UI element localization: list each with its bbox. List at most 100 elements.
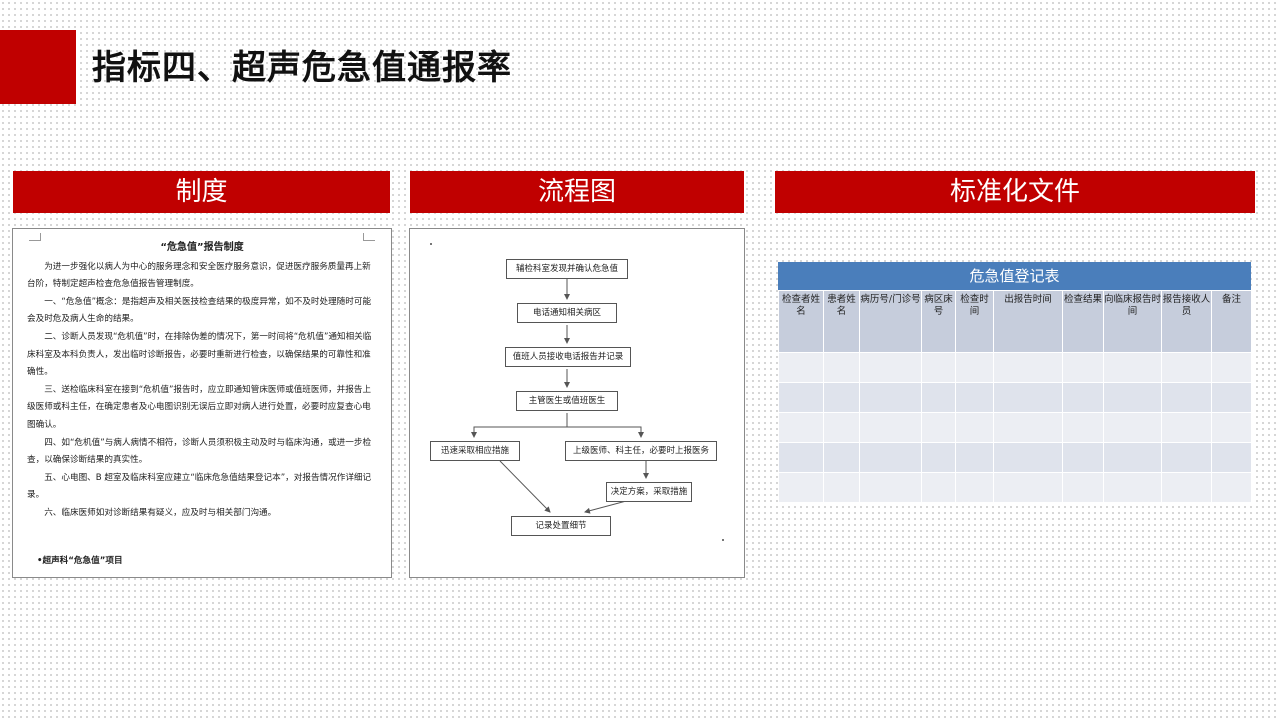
table-cell [1062,382,1104,413]
document-paragraph: 二、诊断人员发现“危机值”时，在排除伪差的情况下，第一时间将“危机值”通知相关临… [27,331,372,378]
table-cell [993,382,1063,413]
table-row [778,412,1252,443]
table-header-cell: 病历号/门诊号 [859,290,922,353]
flow-arrow [567,426,644,438]
table-cell [921,412,956,443]
table-cell [1161,472,1212,503]
table-header-cell: 备注 [1211,290,1252,353]
table-header-cell: 患者姓名 [823,290,860,353]
table-cell [1062,352,1104,383]
table-cell [1103,352,1162,383]
table-cell [1161,442,1212,473]
table-cell [1161,412,1212,443]
table-cell [859,442,922,473]
table-header-cell: 检查结果 [1062,290,1104,353]
document-paragraph: 一、“危急值”概念：是指超声及相关医技检查结果的极度异常，如不及时处理随时可能会… [27,296,372,325]
flowchart-connectors [471,279,649,514]
table-cell [823,472,860,503]
table-cell [955,472,994,503]
table-header-cell: 报告接收人员 [1161,290,1212,353]
table-cell [1211,472,1252,503]
table-header-cell: 检查时间 [955,290,994,353]
header-standard-docs: 标准化文件 [775,171,1255,213]
table-cell [993,412,1063,443]
table-cell [955,442,994,473]
document-paragraph: 五、心电图、B 超室及临床科室应建立“临床危急值结果登记本”，对报告情况作详细记… [27,472,372,501]
page-corner-mark [29,233,41,241]
table-header-cell: 出报告时间 [993,290,1063,353]
table-row [778,352,1252,383]
register-table-panel: 危急值登记表 检查者姓名 患者姓名 病历号/门诊号 病区床号 检查时间 出报告时… [778,262,1252,503]
table-cell [993,442,1063,473]
table-cell [921,382,956,413]
table-cell [778,442,824,473]
table-header-row: 检查者姓名 患者姓名 病历号/门诊号 病区床号 检查时间 出报告时间 检查结果 … [778,290,1252,353]
header-flowchart: 流程图 [410,171,744,213]
table-cell [859,472,922,503]
table-cell [1103,382,1162,413]
title-accent-bar [0,30,76,104]
table-cell [1103,472,1162,503]
table-cell [859,382,922,413]
table-row [778,442,1252,473]
flow-node-decide: 决定方案，采取措施 [606,482,692,502]
table-cell [1103,442,1162,473]
flow-arrow [499,460,551,513]
table-cell [823,382,860,413]
table-cell [1211,352,1252,383]
table-cell [1062,442,1104,473]
flow-node-detect: 辅检科室发现并确认危急值 [506,259,628,279]
scan-mark [430,243,432,245]
table-cell [921,472,956,503]
table-cell [1161,382,1212,413]
flow-arrow [584,499,631,514]
table-cell [993,472,1063,503]
table-cell [1211,382,1252,413]
register-table: 检查者姓名 患者姓名 病历号/门诊号 病区床号 检查时间 出报告时间 检查结果 … [778,290,1252,503]
flow-node-record: 值班人员接收电话报告并记录 [505,347,631,367]
table-cell [778,412,824,443]
flowchart: 辅检科室发现并确认危急值 电话通知相关病区 值班人员接收电话报告并记录 主管医生… [409,228,745,578]
document-paragraph: 为进一步强化以病人为中心的服务理念和安全医疗服务意识，促进医疗服务质量再上新台阶… [27,261,371,290]
table-header-cell: 病区床号 [921,290,956,353]
table-cell [1062,412,1104,443]
table-header-cell: 向临床报告时间 [1103,290,1162,353]
table-row [778,382,1252,413]
table-cell [778,352,824,383]
document-paragraph: 三、送检临床科室在接到“危机值”报告时，应立即通知管床医师或值班医师，并报告上级… [27,384,372,430]
table-cell [921,442,956,473]
table-cell [859,352,922,383]
register-table-title: 危急值登记表 [778,262,1251,290]
table-cell [955,412,994,443]
table-cell [1211,412,1252,443]
table-cell [859,412,922,443]
flow-node-doctor: 主管医生或值班医生 [516,391,618,411]
table-cell [823,442,860,473]
page-corner-mark [363,233,375,241]
flow-node-action: 迅速采取相应措施 [430,441,520,461]
document-title: “危急值”报告制度 [160,242,244,253]
table-cell [1103,412,1162,443]
table-row [778,472,1252,503]
scan-mark [722,539,724,541]
flow-node-escalate: 上级医师、科主任，必要时上报医务 [565,441,717,461]
table-cell [955,382,994,413]
table-cell [993,352,1063,383]
document-paragraph: 四、如“危机值”与病人病情不相符，诊断人员须积极主动及时与临床沟通，或进一步检查… [27,437,372,466]
flow-node-log: 记录处置细节 [511,516,611,536]
flow-node-notify: 电话通知相关病区 [517,303,617,323]
header-policy: 制度 [13,171,390,213]
document-paragraph: 六、临床医师如对诊断结果有疑义，应及时与相关部门沟通。 [44,507,277,518]
table-cell [778,472,824,503]
table-cell [1161,352,1212,383]
policy-document: “危急值”报告制度 为进一步强化以病人为中心的服务理念和安全医疗服务意识，促进医… [12,228,392,578]
table-cell [921,352,956,383]
document-footer: •超声科“危急值”项目 [37,556,123,567]
table-cell [778,382,824,413]
table-cell [1062,472,1104,503]
register-table-body [778,352,1252,503]
page-title: 指标四、超声危急值通报率 [92,48,512,88]
table-cell [823,412,860,443]
table-cell [1211,442,1252,473]
table-header-cell: 检查者姓名 [778,290,824,353]
